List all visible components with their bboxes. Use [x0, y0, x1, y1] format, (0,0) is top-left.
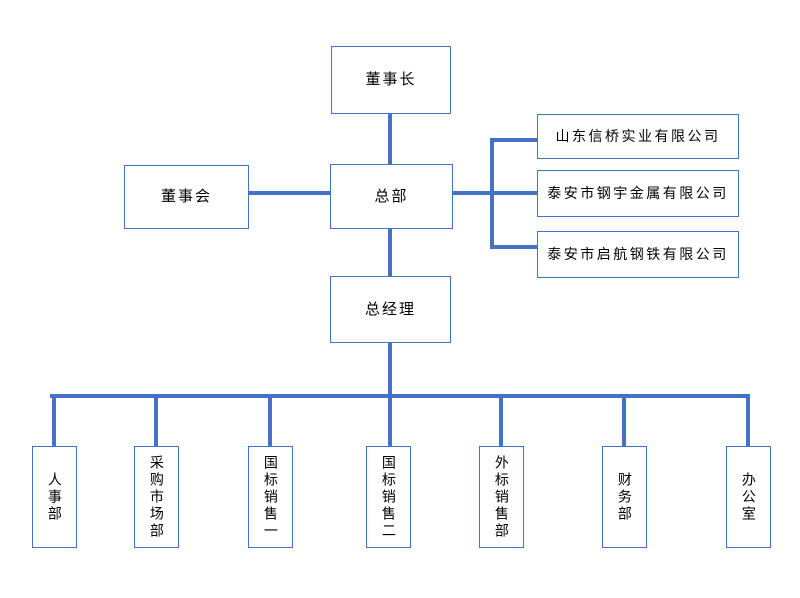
- connector-stub-department-2: [154, 396, 158, 446]
- node-department-3: 国标销售一: [248, 446, 293, 548]
- node-affiliate-1: 山东信桥实业有限公司: [537, 114, 739, 159]
- node-department-7: 办公室: [726, 446, 771, 548]
- connector-stub-department-7: [746, 396, 750, 446]
- connector-headquarters-general-manager: [388, 228, 392, 276]
- connector-headquarters-affiliate-1: [492, 138, 537, 142]
- node-department-4: 国标销售二: [366, 446, 411, 548]
- node-board: 董事会: [124, 165, 249, 229]
- connector-stub-department-3: [268, 396, 272, 446]
- connector-stub-department-6: [622, 396, 626, 446]
- connector-board-headquarters: [249, 191, 330, 195]
- node-department-5: 外标销售部: [479, 446, 524, 548]
- node-headquarters: 总部: [330, 164, 453, 229]
- node-affiliate-2: 泰安市钢宇金属有限公司: [537, 170, 739, 217]
- node-general-manager: 总经理: [330, 276, 451, 343]
- node-chairman: 董事长: [331, 46, 451, 114]
- connector-headquarters-affiliate-3: [492, 245, 537, 249]
- node-department-6: 财务部: [602, 446, 647, 548]
- node-department-2: 采购市场部: [134, 446, 179, 548]
- connector-affiliates-trunk: [490, 138, 494, 249]
- connector-departments-bus: [50, 394, 750, 398]
- node-affiliate-3: 泰安市启航钢铁有限公司: [537, 231, 739, 278]
- node-department-1: 人事部: [32, 446, 77, 548]
- connector-headquarters-affiliate-2: [453, 191, 537, 195]
- connector-stub-department-5: [499, 396, 503, 446]
- connector-stub-department-1: [52, 396, 56, 446]
- connector-chairman-headquarters: [388, 114, 392, 164]
